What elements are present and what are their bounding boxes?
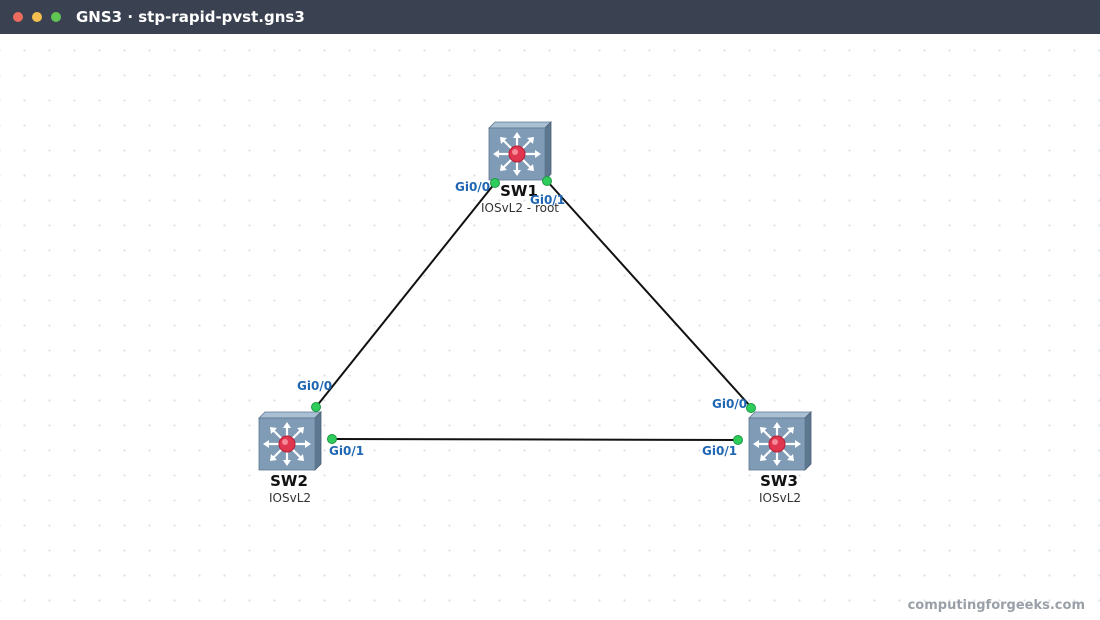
port-label-sw3-gi0-1: Gi0/1 <box>702 444 737 458</box>
port-label-sw2-gi0-0: Gi0/0 <box>297 379 332 393</box>
node-sw1[interactable]: SW1 IOSvL2 - root <box>481 120 559 215</box>
link-sw2-sw3[interactable] <box>331 438 739 441</box>
node-subtitle: IOSvL2 - root <box>481 201 559 215</box>
port-label-sw2-gi0-1: Gi0/1 <box>329 444 364 458</box>
link-sw1-sw2[interactable] <box>315 182 496 408</box>
port-status-dots <box>311 176 756 445</box>
node-label: SW1 <box>500 182 538 200</box>
watermark: computingforgeeks.com <box>908 598 1085 613</box>
port-up-icon <box>746 403 756 413</box>
port-up-icon <box>327 434 337 444</box>
window-minimize-button[interactable] <box>32 12 42 22</box>
node-sw2[interactable]: SW2 IOSvL2 <box>257 410 323 505</box>
port-label-sw1-gi0-0: Gi0/0 <box>455 180 490 194</box>
link-sw1-sw3[interactable] <box>546 180 752 408</box>
node-subtitle: IOSvL2 <box>759 491 801 505</box>
node-label: SW3 <box>760 472 798 490</box>
port-label-sw3-gi0-0: Gi0/0 <box>712 397 747 411</box>
port-up-icon <box>490 178 500 188</box>
multilayer-switch-icon <box>487 120 553 182</box>
port-up-icon <box>733 435 743 445</box>
port-up-icon <box>311 402 321 412</box>
port-label-sw1-gi0-1: Gi0/1 <box>530 193 565 207</box>
node-sw3[interactable]: SW3 IOSvL2 <box>747 410 813 505</box>
node-subtitle: IOSvL2 <box>269 491 311 505</box>
multilayer-switch-icon <box>257 410 323 472</box>
window-title: GNS3 · stp-rapid-pvst.gns3 <box>76 8 305 26</box>
multilayer-switch-icon <box>747 410 813 472</box>
window-maximize-button[interactable] <box>51 12 61 22</box>
window-close-button[interactable] <box>13 12 23 22</box>
title-bar: GNS3 · stp-rapid-pvst.gns3 <box>0 0 1100 34</box>
links <box>315 180 752 441</box>
node-label: SW2 <box>270 472 308 490</box>
port-up-icon <box>542 176 552 186</box>
